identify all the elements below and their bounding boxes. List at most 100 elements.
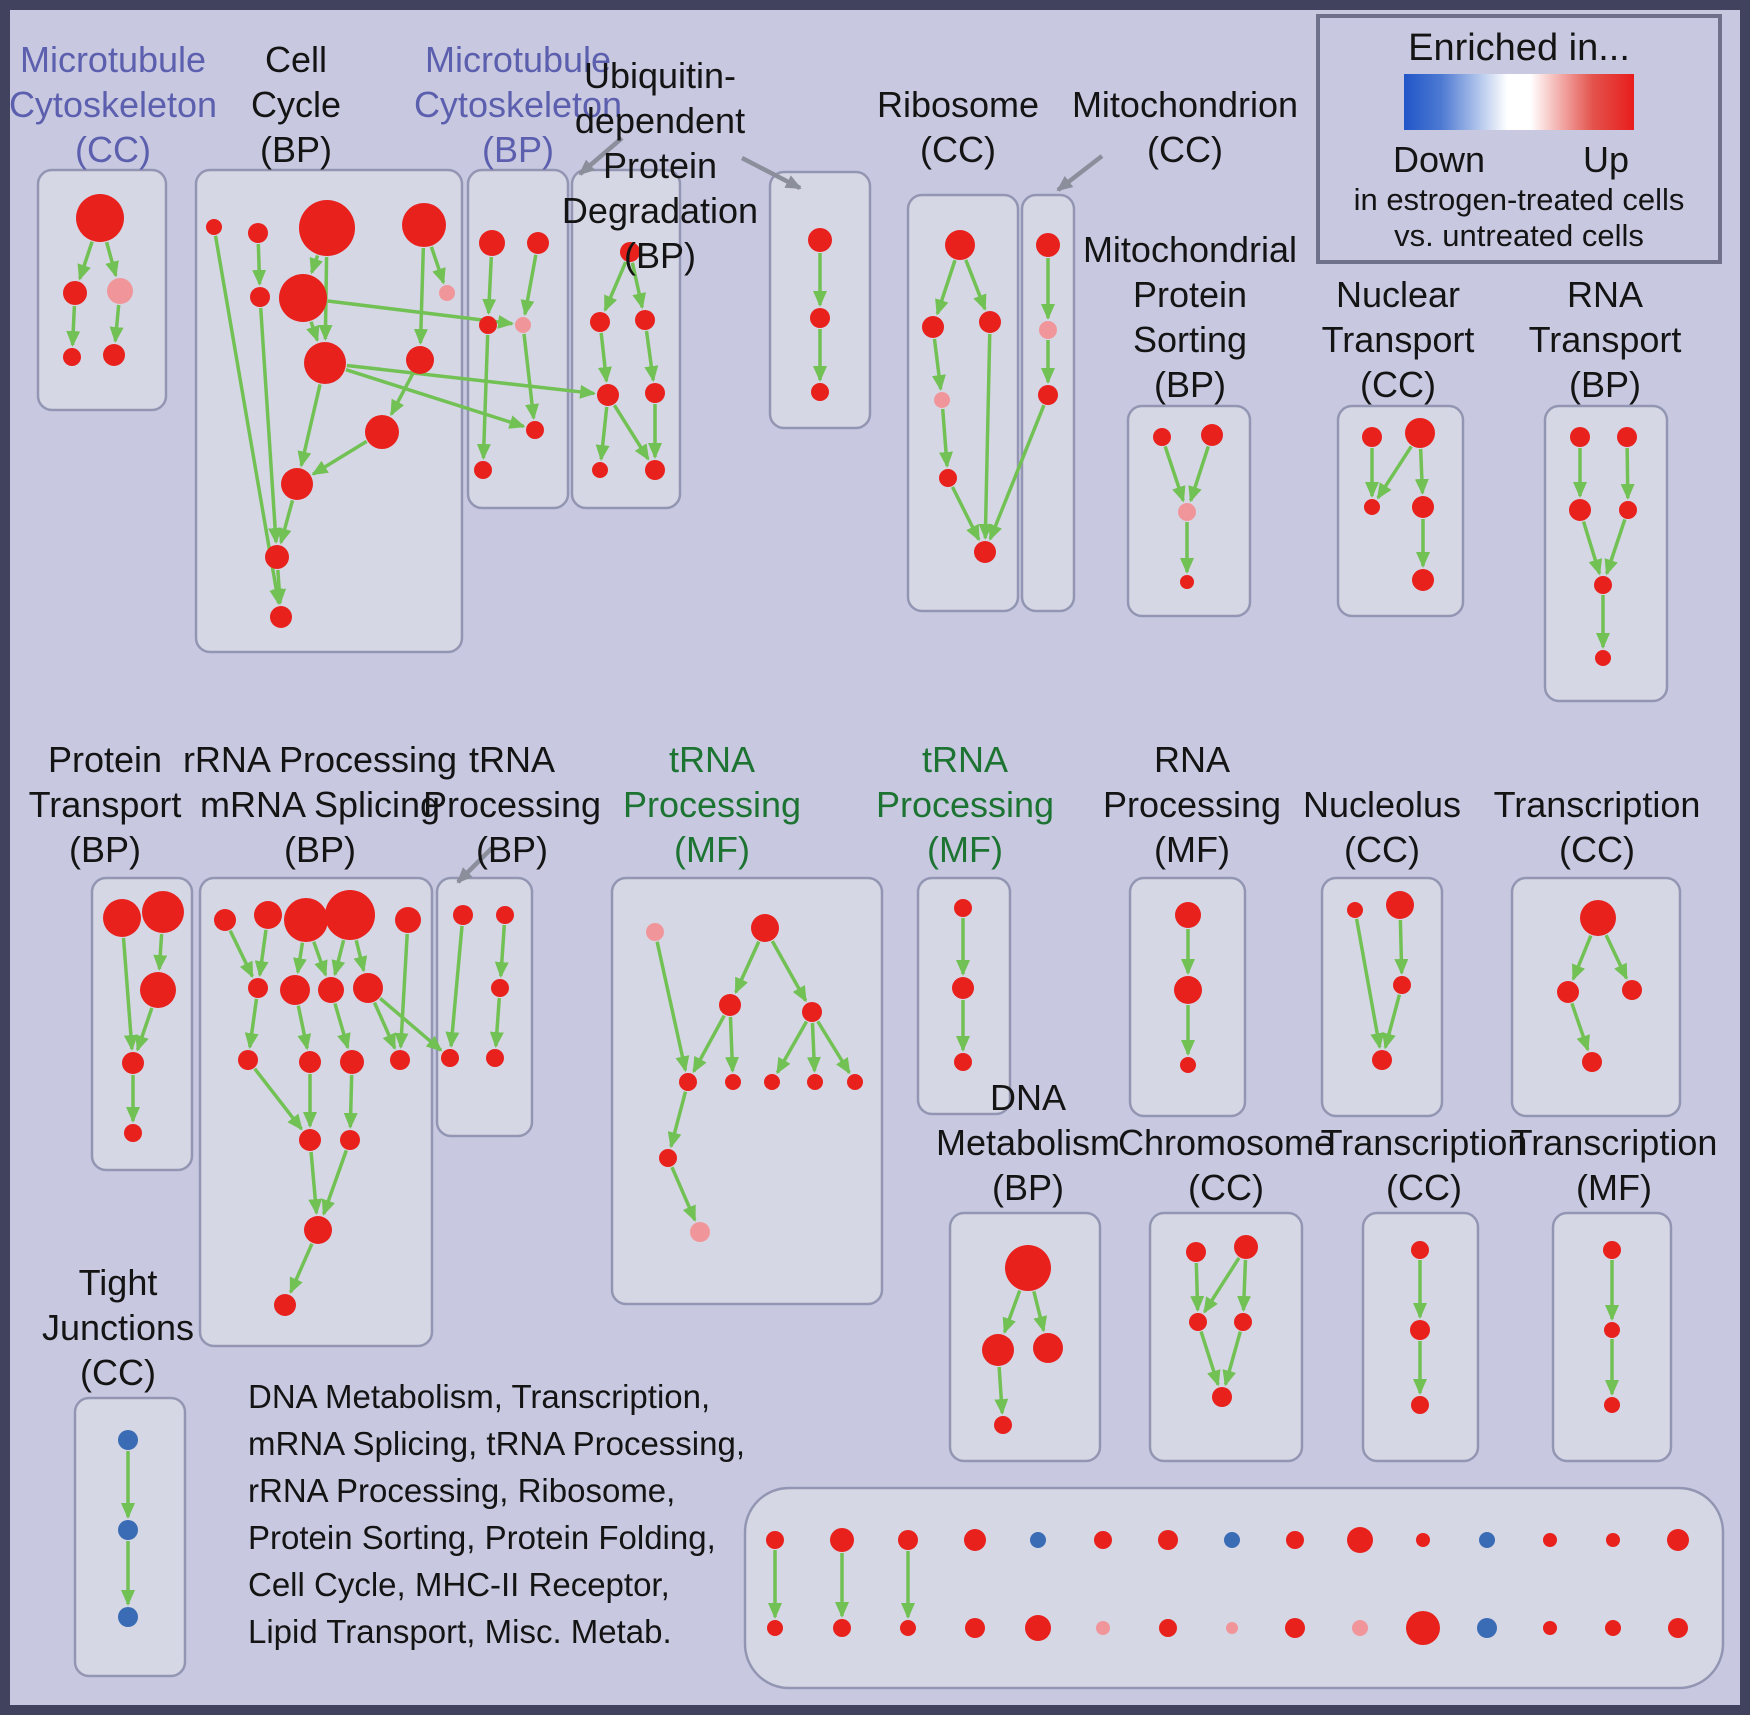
go-term-node <box>1622 980 1642 1000</box>
go-term-node <box>118 1430 138 1450</box>
go-term-node <box>1543 1621 1557 1635</box>
edge-arrow <box>1394 919 1409 976</box>
go-term-node <box>1234 1235 1258 1259</box>
edge-arrow <box>522 333 540 421</box>
go-term-node <box>284 898 328 942</box>
go-term-node <box>1178 503 1196 521</box>
go-term-node <box>304 1216 332 1244</box>
go-term-node <box>526 421 544 439</box>
cluster-label-chromosome-cc: Chromosome(CC) <box>1118 1122 1334 1208</box>
go-term-node <box>751 914 779 942</box>
go-term-node <box>395 907 421 933</box>
misc-cluster-text-line: DNA Metabolism, Transcription, <box>248 1378 710 1415</box>
go-term-node <box>248 978 268 998</box>
edge-arrow <box>372 1001 397 1050</box>
cluster-label-transcription-cc-row2: Transcription(CC) <box>1494 784 1701 870</box>
go-term-node <box>592 462 608 478</box>
go-term-node <box>847 1074 863 1090</box>
go-term-node <box>340 1050 364 1074</box>
go-term-node <box>810 308 830 328</box>
edge-arrow <box>806 1022 821 1074</box>
go-term-node <box>453 905 473 925</box>
edge-arrow <box>394 933 409 1050</box>
go-term-node <box>766 1531 784 1549</box>
go-term-node <box>954 899 972 917</box>
go-term-node <box>1175 902 1201 928</box>
go-term-node <box>1543 1533 1557 1547</box>
edge-arrow <box>77 241 94 281</box>
go-term-node <box>479 230 505 256</box>
cluster-box-nuclear-transport-cc <box>1336 404 1465 618</box>
edge-arrow <box>1190 1262 1205 1313</box>
go-term-node <box>254 901 282 929</box>
go-term-node <box>719 994 741 1016</box>
go-term-node <box>1201 424 1223 446</box>
go-term-node <box>491 979 509 997</box>
edge-arrow <box>725 1016 740 1074</box>
go-term-node <box>1667 1529 1689 1551</box>
go-term-node <box>982 1334 1014 1366</box>
go-term-node <box>406 346 434 374</box>
edge-arrow <box>272 569 287 606</box>
go-term-node <box>325 890 375 940</box>
go-term-node <box>515 317 531 333</box>
go-term-node <box>679 1073 697 1091</box>
go-term-node <box>63 348 81 366</box>
go-term-node <box>811 383 829 401</box>
go-term-node <box>1153 428 1171 446</box>
go-term-node <box>365 415 399 449</box>
edge-arrow <box>1570 1002 1590 1052</box>
edge-arrow <box>644 330 659 383</box>
legend: Enriched in... Down Up in estrogen-treat… <box>1316 14 1722 264</box>
edge-arrow <box>655 941 690 1073</box>
label-pointer-arrow <box>740 156 802 190</box>
cluster-box-chromosome-cc <box>1148 1211 1304 1463</box>
go-term-node <box>214 909 236 931</box>
go-term-node <box>1619 501 1637 519</box>
go-term-node <box>994 1416 1012 1434</box>
go-term-node <box>808 228 832 252</box>
go-term-node <box>1412 569 1434 591</box>
edge-arrow <box>1571 934 1593 981</box>
go-term-node <box>597 384 619 406</box>
go-term-node <box>1594 576 1612 594</box>
go-term-node <box>299 200 355 256</box>
go-term-node <box>939 469 957 487</box>
edge-arrow <box>489 997 504 1049</box>
go-term-node <box>1224 1532 1240 1548</box>
edge-arrow <box>816 1020 851 1075</box>
label-pointer-arrow <box>1056 154 1104 192</box>
edge-arrow <box>312 941 328 977</box>
go-term-node <box>122 1052 144 1074</box>
legend-caption-line2: vs. untreated cells <box>1394 218 1644 253</box>
cluster-box-protein-transport-bp <box>90 876 194 1172</box>
go-term-node <box>965 1618 985 1638</box>
go-term-node <box>1603 1241 1621 1259</box>
edge-arrow <box>333 1002 351 1050</box>
cluster-box-misc-clusters <box>743 1486 1725 1690</box>
edge-arrow <box>1604 518 1627 576</box>
edge-arrow <box>311 439 368 476</box>
go-term-node <box>1189 1313 1207 1331</box>
go-term-node <box>274 1294 296 1316</box>
edge-arrow <box>244 998 259 1050</box>
go-term-node <box>279 274 327 322</box>
go-term-node <box>486 1049 504 1067</box>
edge-arrow <box>1620 447 1635 501</box>
edge-arrow <box>775 1020 809 1075</box>
cluster-box-ubiquitin-degradation-a <box>570 168 682 510</box>
go-term-node <box>833 1619 851 1637</box>
go-term-node <box>248 223 268 243</box>
edge-arrow <box>306 321 320 343</box>
go-term-node <box>299 1129 321 1151</box>
go-term-node <box>1096 1621 1110 1635</box>
edge-arrow <box>482 256 497 316</box>
go-term-node <box>1372 1050 1392 1070</box>
